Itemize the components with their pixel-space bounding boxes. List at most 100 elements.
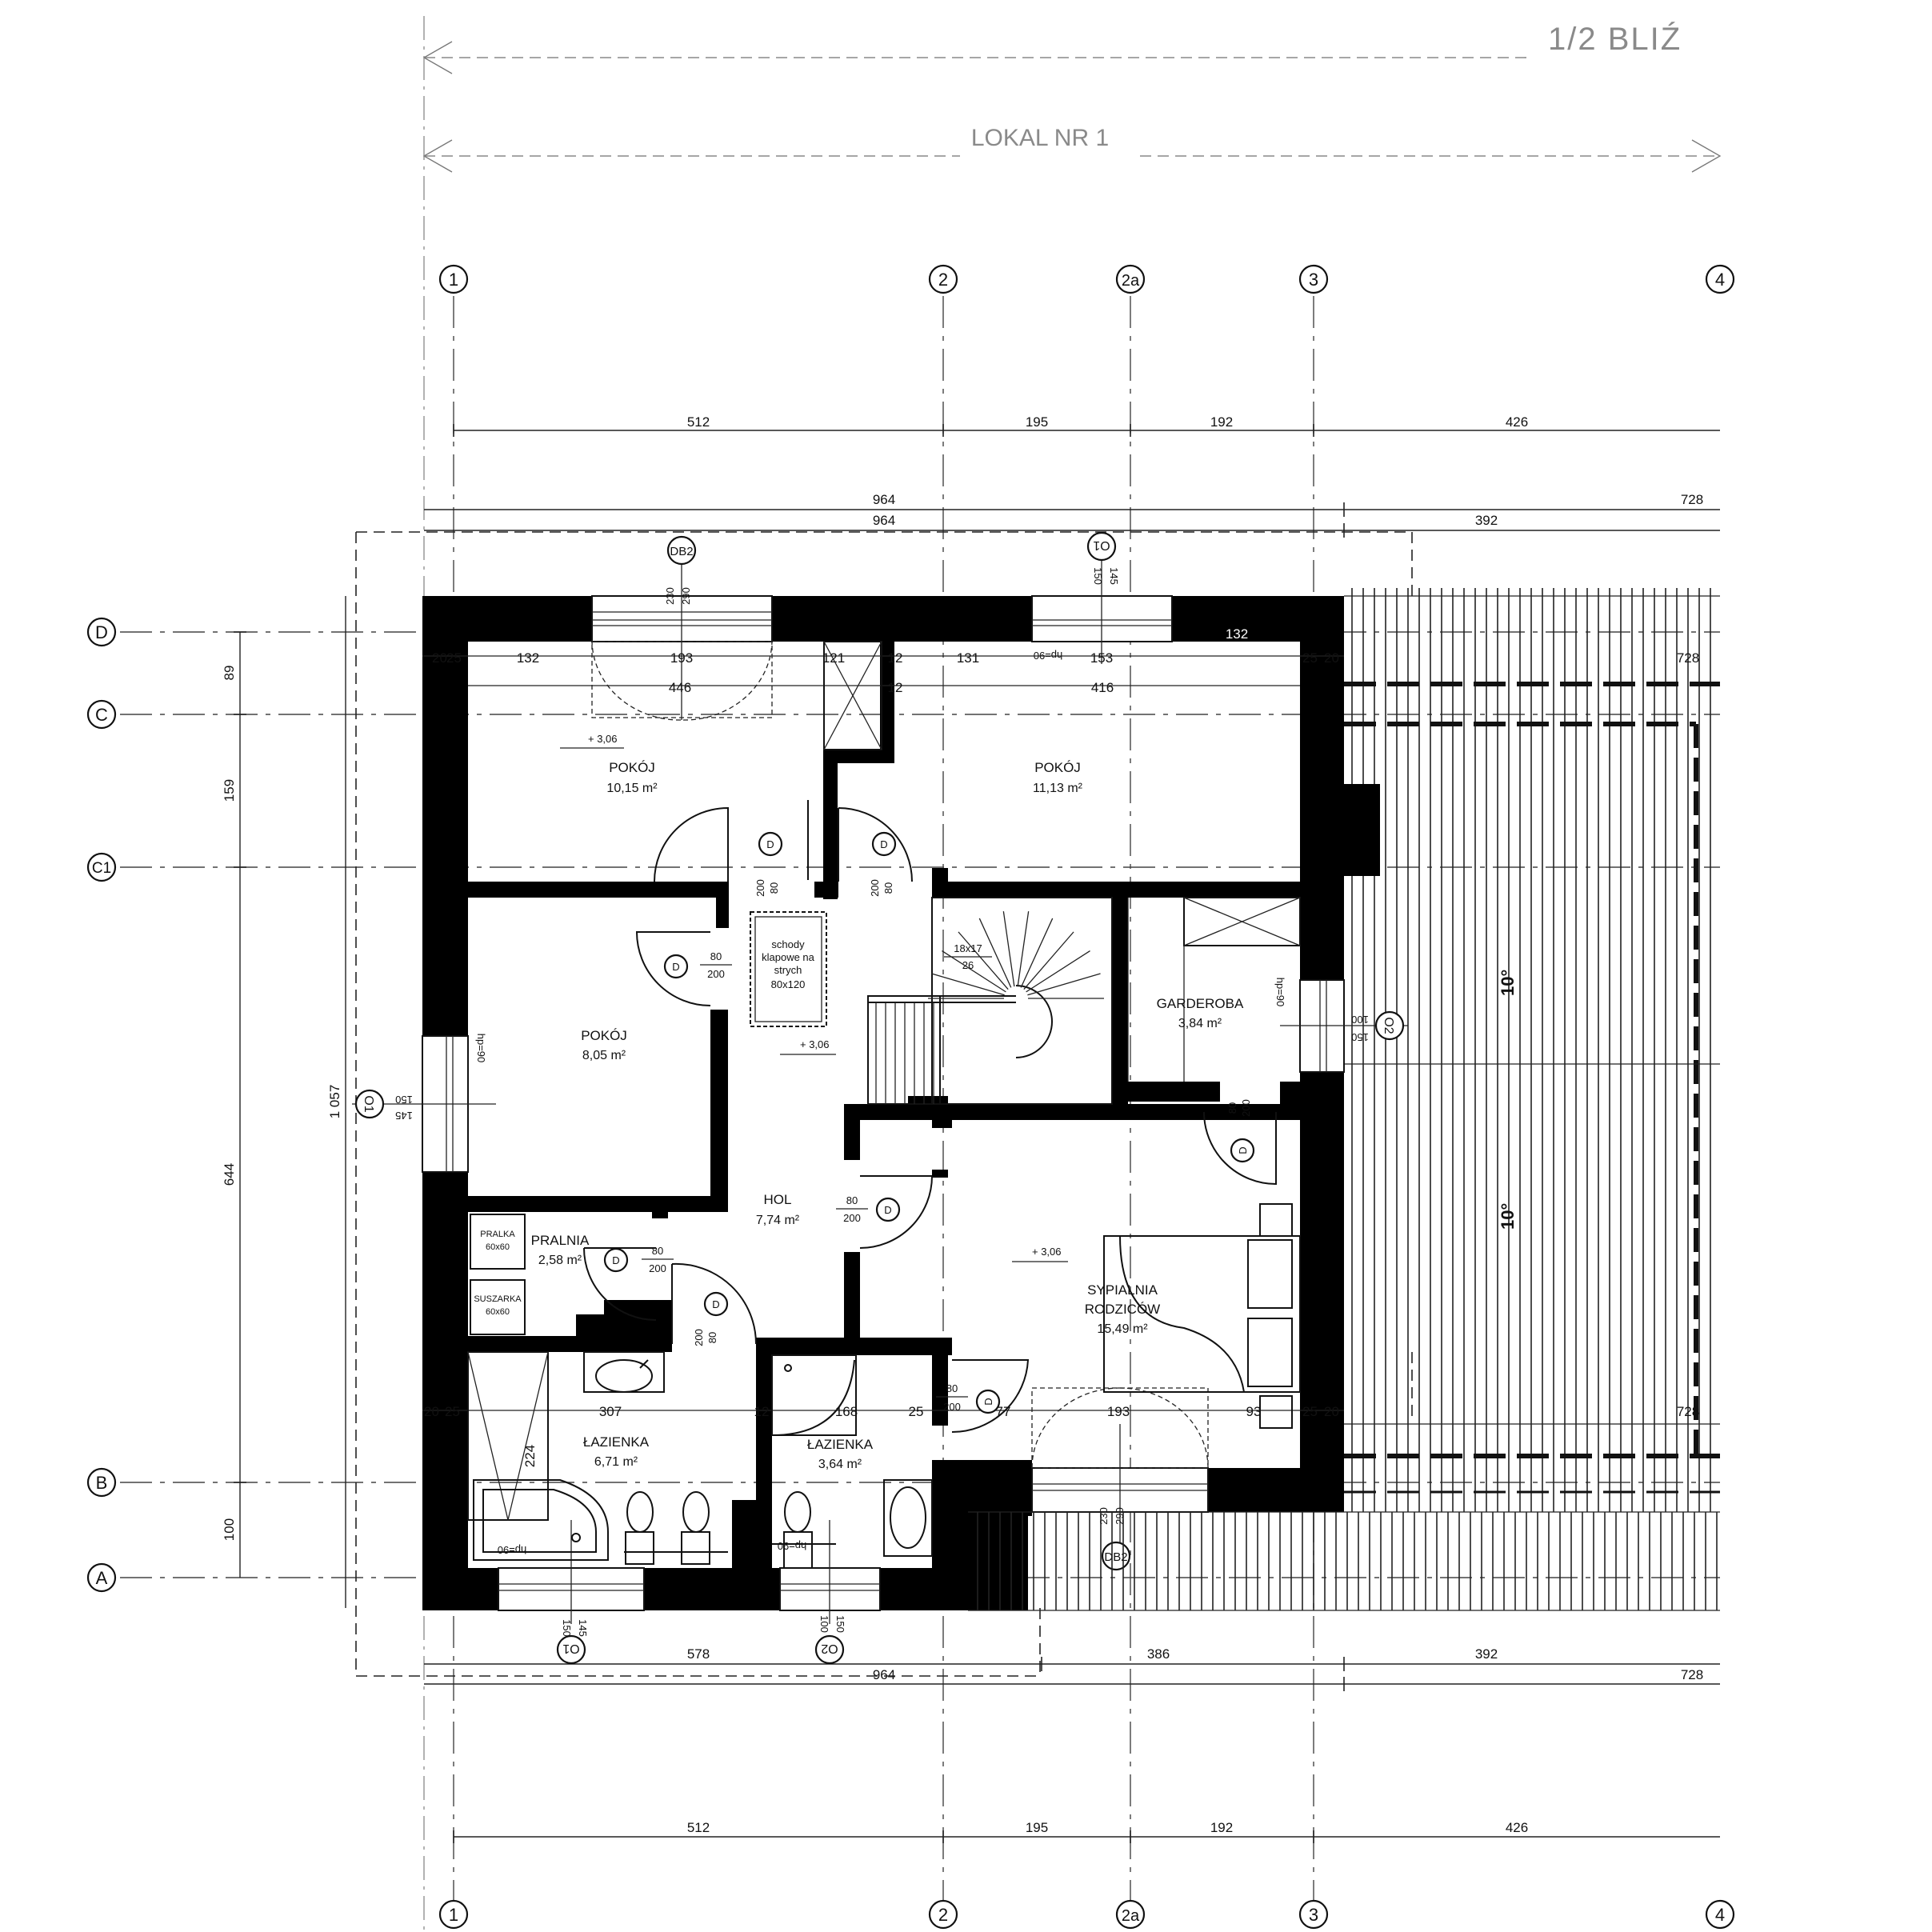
balcony-door-swing-top — [591, 639, 773, 721]
axis-label-4: 4 — [1715, 270, 1725, 290]
axis-label-2a: 2a — [1122, 272, 1140, 290]
dimension-top-axis: 512 195 192 426 — [453, 414, 1720, 437]
axis-label-1-bottom: 1 — [449, 1905, 458, 1925]
dim-bottom-578: 578 — [687, 1646, 710, 1662]
stair-winder — [1023, 931, 1074, 990]
door-size-8-w: 80 — [946, 1382, 958, 1394]
dimension-bottom-axis: 512 195 192 426 — [453, 1820, 1720, 1843]
level-2: + 3,06 — [800, 1038, 830, 1050]
door-size-1-h: 200 — [754, 879, 766, 897]
dim-top-192: 192 — [1210, 414, 1233, 430]
stair-winder — [1026, 950, 1090, 993]
door-symbols: D D D D D D D D — [603, 831, 1255, 1414]
window-tags: DB2 230 290 O1 150 145 hp=90 O1 150 145 … — [354, 531, 1405, 1665]
axis-label-1: 1 — [449, 270, 458, 290]
window-tag-db2-bottom: DB2 — [1104, 1550, 1127, 1564]
dryer-size: 60x60 — [486, 1307, 510, 1317]
stair-winder — [1020, 918, 1054, 988]
window-tag-db2-top: DB2 — [670, 545, 693, 558]
stair-winder — [1017, 911, 1030, 987]
dim-top-int-416: 416 — [1091, 680, 1114, 695]
door-size-4-w: 80 — [846, 1194, 858, 1206]
axis-label-2-bottom: 2 — [938, 1905, 948, 1925]
axis-label-C: C — [95, 705, 108, 725]
dim-bot-int-12: 12 — [754, 1404, 770, 1419]
dim-bot-int-93: 93 — [1246, 1404, 1262, 1419]
dim-left-644: 644 — [222, 1163, 237, 1186]
axis-label-A: A — [96, 1568, 108, 1588]
window-tag-o2-bottom: O2 — [821, 1642, 838, 1655]
room-area-pokoj-3: 8,05 m² — [582, 1049, 626, 1062]
level-3: + 3,06 — [1032, 1246, 1062, 1258]
door-size-5-h: 200 — [1240, 1099, 1252, 1117]
dim-top-int-446: 446 — [669, 680, 691, 695]
attic-hatch-box — [823, 641, 882, 750]
half-building-label: 1/2 BLIŹ — [1548, 21, 1682, 57]
axis-bubbles-bottom: 1 2 2a 3 4 — [438, 1899, 1735, 1930]
window-o1-bottom-h: 145 — [577, 1619, 589, 1637]
window-o1-top-h: 145 — [1108, 567, 1120, 585]
dimension-top-overall: 964 728 964 392 — [424, 492, 1720, 538]
dim-bot-int-307: 307 — [599, 1404, 622, 1419]
window-o2-bottom-w: 100 — [818, 1615, 830, 1633]
door-size-2-w: 80 — [882, 882, 894, 894]
dim-top-int-131: 131 — [957, 650, 979, 666]
dim-top-int-20-b: 20 — [1324, 650, 1339, 666]
attic-stairs-line4: 80x120 — [771, 978, 806, 990]
window-o1-left-sill: hp=90 — [475, 1034, 487, 1063]
window-o2-bottom-h: 150 — [834, 1615, 846, 1633]
washer-size: 60x60 — [486, 1242, 510, 1252]
interior-dims-top: 20 25 132 193 121 12 131 153 132 25 20 7… — [422, 626, 1699, 695]
door-size-3-h: 200 — [707, 968, 725, 980]
dim-bottom-386: 386 — [1147, 1646, 1170, 1662]
door-symbol-8: D — [982, 1398, 994, 1405]
dimension-left: 89 159 644 100 1 057 224 — [222, 596, 538, 1608]
door-symbol-5: D — [1237, 1146, 1249, 1154]
attic-stairs-line2: klapowe na — [762, 951, 815, 963]
door-symbol-1: D — [766, 838, 774, 850]
walls — [422, 596, 1380, 1610]
balcony-door-swing-bottom — [1031, 1387, 1209, 1469]
window-db2-top-h: 290 — [680, 587, 692, 605]
windows — [352, 560, 1408, 1624]
room-area-pralnia: 2,58 m² — [538, 1254, 582, 1267]
wardrobe — [1127, 897, 1301, 1082]
roof-dashes: 10° 10° — [1344, 595, 1720, 1494]
door-size-3-w: 80 — [710, 950, 722, 962]
room-name-pokoj-3: POKÓJ — [581, 1028, 627, 1043]
dim-left-159: 159 — [222, 779, 237, 802]
dim-top-512: 512 — [687, 414, 710, 430]
axis-label-B: B — [96, 1473, 108, 1493]
stair-winder — [958, 931, 1009, 990]
main-stairs: 18x17 26 — [867, 897, 1113, 1105]
dim-top-int-132: 132 — [517, 650, 539, 666]
door-size-1-w: 80 — [768, 882, 780, 894]
dim-bot-int-168: 168 — [835, 1404, 858, 1419]
attic-stairs: schody klapowe na strych 80x120 — [750, 911, 827, 1027]
roof-area — [1351, 588, 1711, 1512]
room-area-lazienka-1: 6,71 m² — [594, 1455, 638, 1469]
dryer-label: SUSZARKA — [474, 1294, 522, 1304]
door-size-6-w: 80 — [652, 1245, 663, 1257]
room-name-garderoba: GARDEROBA — [1157, 996, 1244, 1011]
room-name-pokoj-1: POKÓJ — [609, 760, 655, 775]
dim-top-int-728: 728 — [1677, 650, 1699, 666]
axis-label-2: 2 — [938, 270, 948, 290]
lower-roof — [977, 1512, 1718, 1610]
axis-bubbles-left: D C C1 B A — [86, 617, 117, 1593]
door-symbol-2: D — [880, 838, 887, 850]
level-markers: + 3,06 + 3,06 + 3,06 — [560, 733, 1068, 1262]
window-o2-right-w: 100 — [1351, 1014, 1369, 1026]
dim-top-int-25-b: 25 — [1302, 650, 1318, 666]
room-area-pokoj-2: 11,13 m² — [1033, 782, 1083, 795]
dim-bot-int-25-c: 25 — [1302, 1404, 1318, 1419]
window-o1-top-w: 150 — [1092, 567, 1104, 585]
dim-bot-int-728: 728 — [1677, 1404, 1699, 1419]
dim-top-int-132-b: 132 — [1226, 626, 1248, 642]
room-name-lazienka-2: ŁAZIENKA — [807, 1437, 874, 1452]
dim-top-426: 426 — [1506, 414, 1528, 430]
door-size-2-h: 200 — [869, 879, 881, 897]
room-name-sypialnia: SYPIALNIA — [1087, 1282, 1158, 1298]
room-area-hol: 7,74 m² — [756, 1214, 800, 1227]
axis-label-4-bottom: 4 — [1715, 1905, 1725, 1925]
